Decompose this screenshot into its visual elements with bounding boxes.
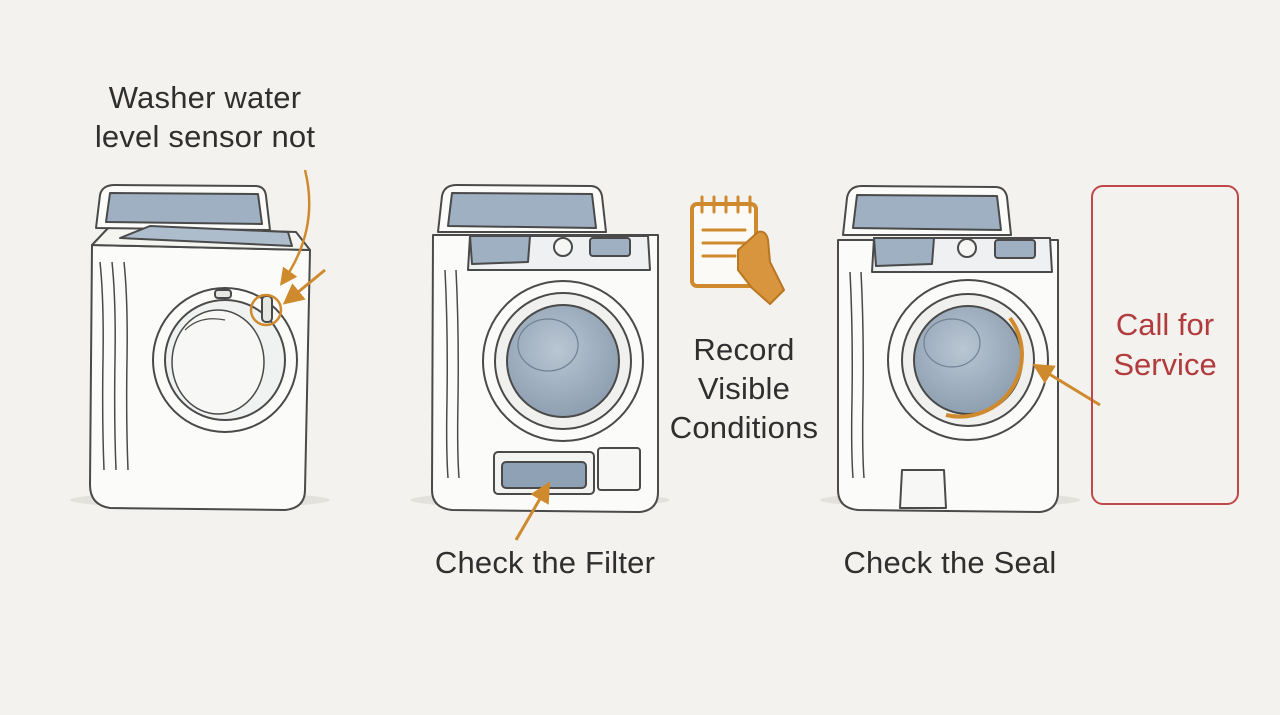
notepad-hand-icon <box>690 195 785 305</box>
sensor-step-label: Washer water level sensor not <box>70 78 340 156</box>
seal-label-text: Check the Seal <box>843 545 1057 580</box>
filter-label-text: Check the Filter <box>434 545 656 580</box>
seal-step-label: Check the Seal <box>830 543 1070 582</box>
service-label-line-2: Service <box>1113 347 1217 382</box>
seal-callout-arrow <box>1032 363 1101 407</box>
record-step-label: Record Visible Conditions <box>664 330 824 447</box>
washer-front-load-filter <box>410 184 670 513</box>
call-for-service-box: Call for Service <box>1091 185 1239 505</box>
sensor-highlight-ring <box>249 293 283 327</box>
sensor-callout-arrow-long <box>279 169 311 286</box>
sensor-callout-arrow-short <box>282 268 326 305</box>
sensor-label-line-2: level sensor not <box>94 119 316 154</box>
record-label-line-2: Visible <box>697 371 791 406</box>
record-label-line-1: Record <box>693 332 795 367</box>
filter-callout-arrow <box>514 481 551 541</box>
service-label-line-1: Call for <box>1115 307 1215 342</box>
washer-top-load <box>70 184 330 511</box>
washer-front-load-seal <box>820 185 1080 513</box>
seal-highlight-arc <box>945 316 1024 419</box>
sensor-label-line-1: Washer water <box>108 80 302 115</box>
record-label-line-3: Conditions <box>669 410 819 445</box>
filter-step-label: Check the Filter <box>420 543 670 582</box>
